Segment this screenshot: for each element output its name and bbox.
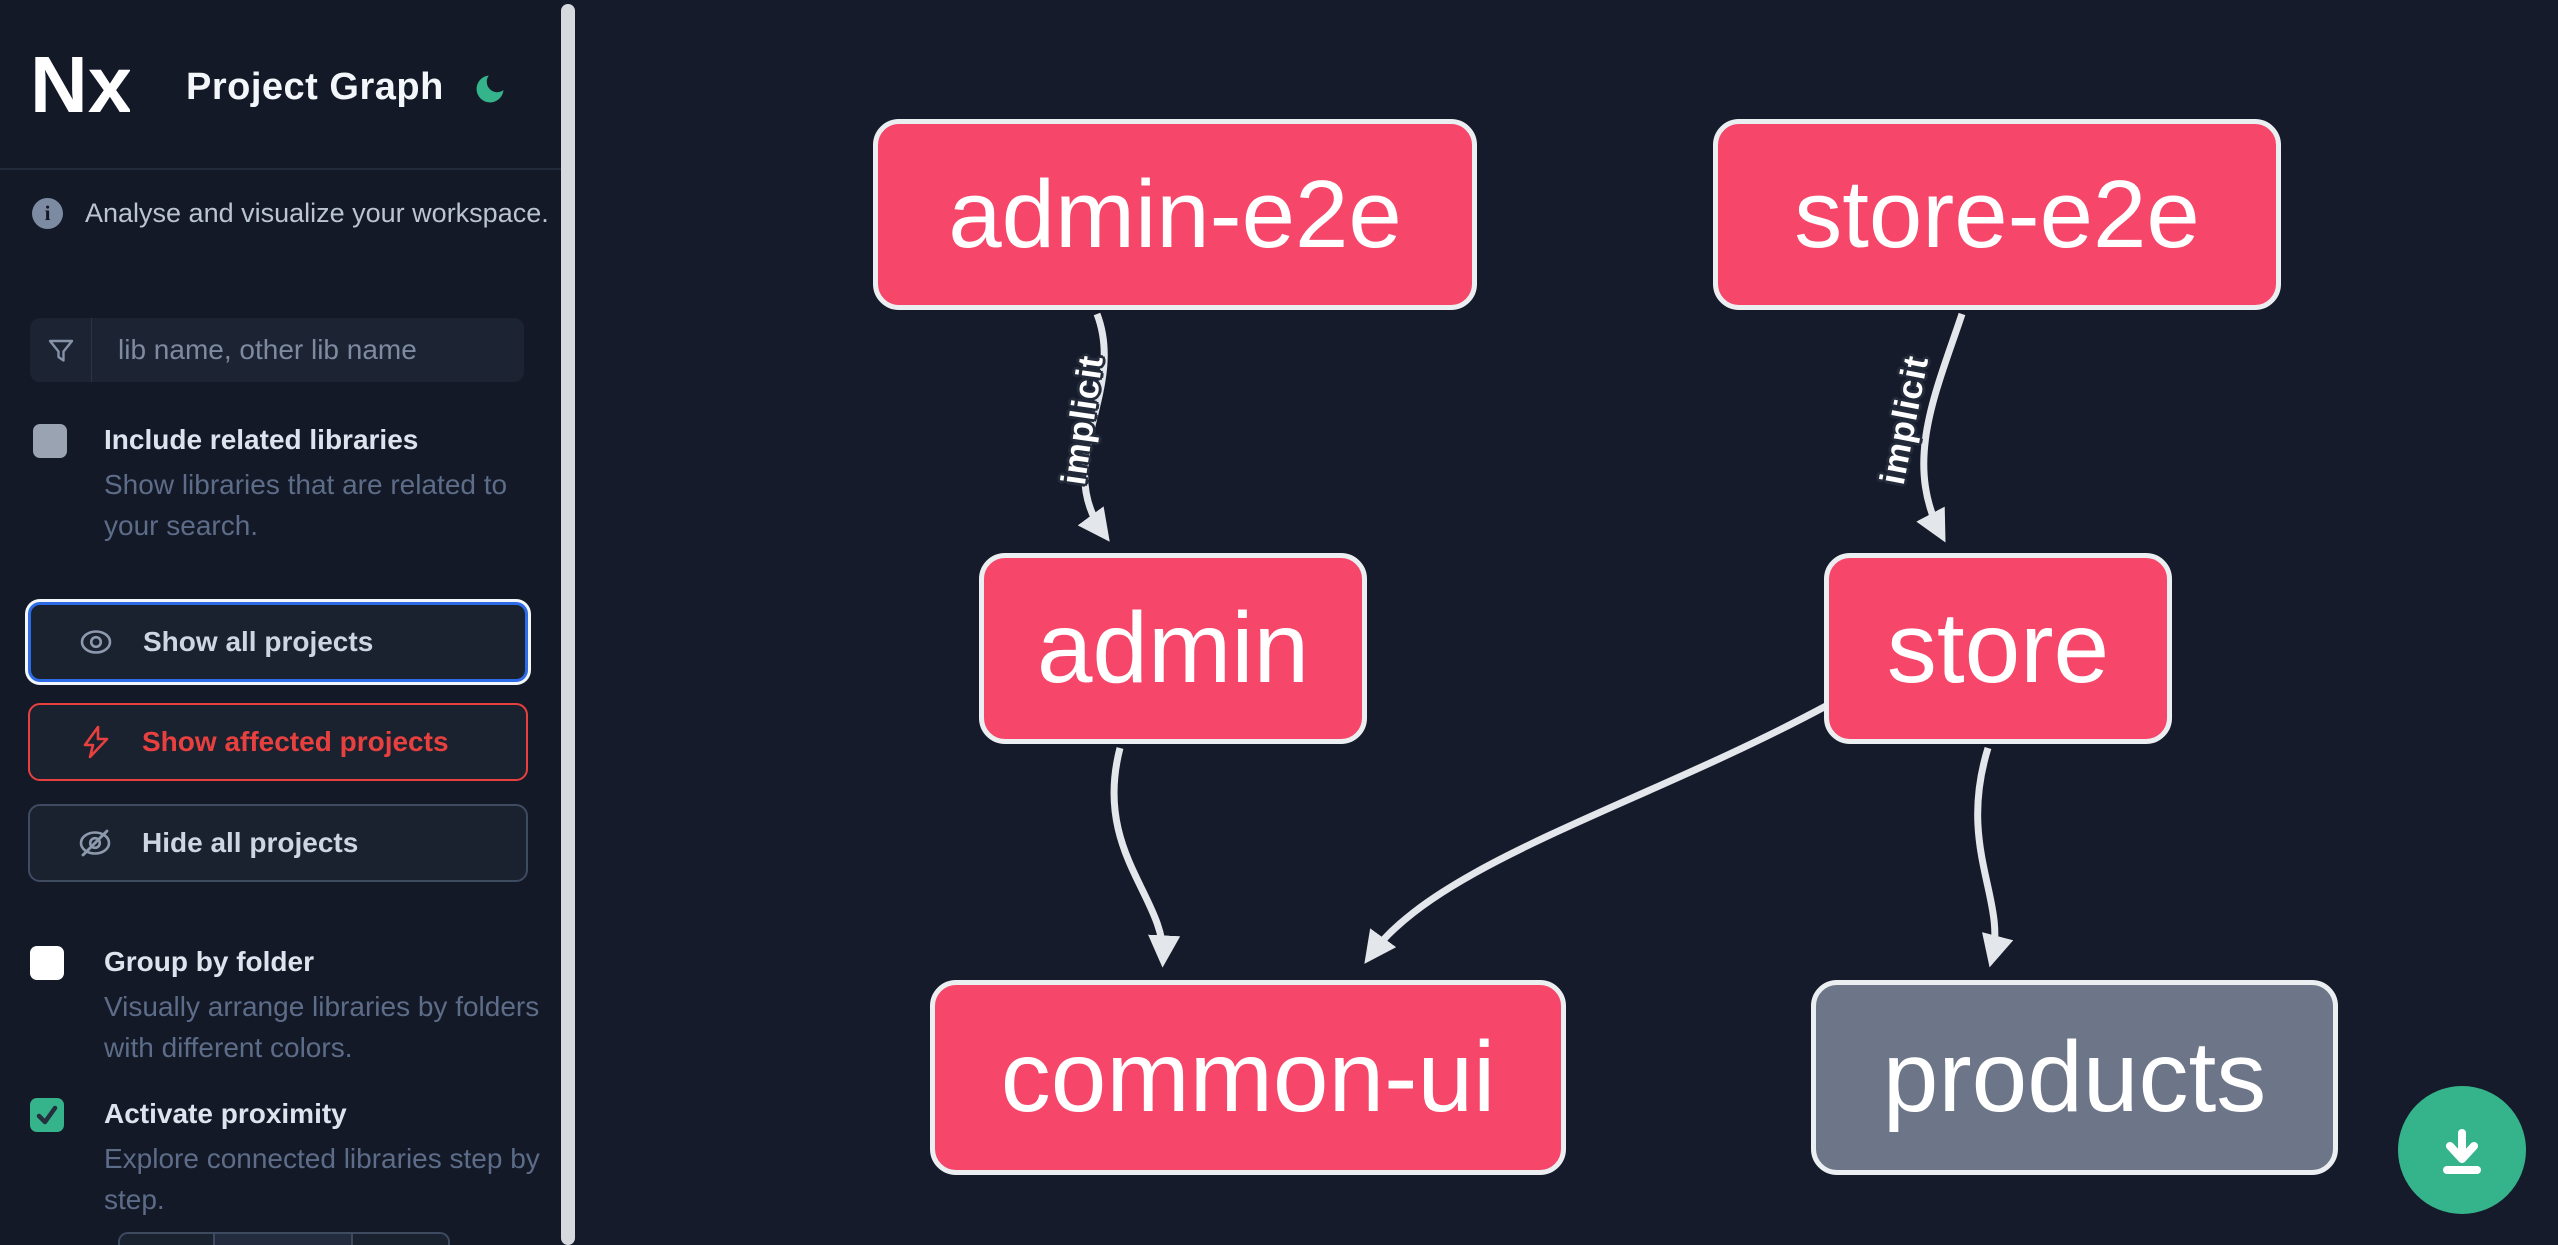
download-icon: [2443, 1129, 2481, 1174]
proximity-decrement-segment[interactable]: [120, 1234, 215, 1245]
header-divider: [0, 168, 561, 170]
library-filter-box: [30, 318, 524, 382]
sidebar-header: Nx Project Graph: [0, 0, 561, 170]
button-label: Show affected projects: [142, 726, 449, 757]
hide-all-projects-button[interactable]: Hide all projects: [28, 804, 528, 882]
eye-icon: [77, 623, 115, 661]
show-all-projects-button[interactable]: Show all projects: [28, 602, 528, 682]
checkbox-group-by-folder[interactable]: [30, 946, 64, 980]
checkbox-include-related-libraries[interactable]: [33, 424, 67, 458]
toggle-label: Include related libraries: [104, 424, 419, 455]
filter-funnel-icon: [30, 318, 92, 382]
download-graph-button[interactable]: [2398, 1086, 2526, 1214]
workspace-info-text: Analyse and visualize your workspace.: [85, 198, 549, 228]
toggle-label: Activate proximity: [104, 1098, 347, 1129]
toggle-description: Explore connected libraries step by step…: [104, 1143, 540, 1215]
eye-slash-icon: [76, 824, 114, 862]
search-input[interactable]: [92, 318, 524, 382]
sidebar: Nx Project Graph i Analyse and visualize…: [0, 0, 561, 1245]
page-title: Project Graph: [186, 66, 444, 108]
bolt-icon: [76, 723, 114, 761]
dark-mode-moon-icon[interactable]: [472, 71, 508, 107]
graph-node-admin-e2e[interactable]: admin-e2e: [873, 119, 1477, 310]
toggle-description: Visually arrange libraries by folders wi…: [104, 991, 540, 1063]
check-icon: [36, 1105, 58, 1125]
button-label: Hide all projects: [142, 827, 359, 858]
toggle-label: Group by folder: [104, 946, 314, 977]
info-icon: i: [32, 198, 63, 229]
toggle-description: Show libraries that are related to your …: [104, 469, 508, 541]
workspace-info-row: i Analyse and visualize your workspace.: [32, 198, 549, 229]
graph-node-store-e2e[interactable]: store-e2e: [1713, 119, 2281, 310]
sidebar-scrollbar[interactable]: [561, 4, 575, 1245]
show-affected-projects-button[interactable]: Show affected projects: [28, 703, 528, 781]
graph-node-admin[interactable]: admin: [979, 553, 1367, 744]
proximity-value-segment: [215, 1234, 353, 1245]
nx-logo-icon: Nx: [30, 42, 130, 129]
checkbox-activate-proximity[interactable]: [30, 1098, 64, 1132]
proximity-depth-control[interactable]: [118, 1232, 450, 1245]
proximity-increment-segment[interactable]: [353, 1234, 448, 1245]
svg-text:Nx: Nx: [30, 42, 130, 129]
graph-node-store[interactable]: store: [1824, 553, 2172, 744]
button-label: Show all projects: [143, 626, 374, 657]
graph-node-products[interactable]: products: [1811, 980, 2338, 1175]
graph-node-common-ui[interactable]: common-ui: [930, 980, 1566, 1175]
